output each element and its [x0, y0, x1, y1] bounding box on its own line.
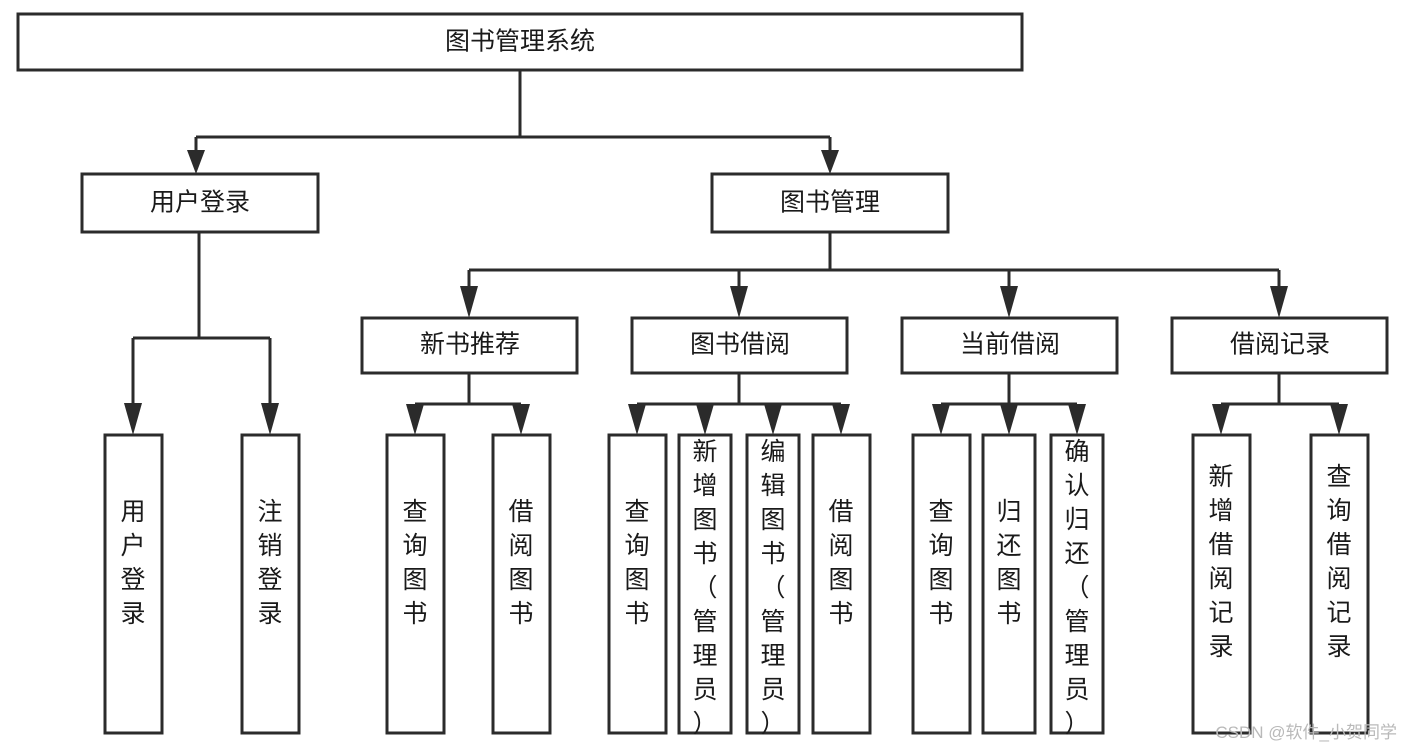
leaf-borrow-book-2[interactable]: 借阅图书 — [811, 433, 872, 735]
leaf-query-book-3-box[interactable] — [911, 433, 972, 735]
arrow-head-book-management — [821, 150, 839, 174]
node-new-book-recommend[interactable]: 新书推荐 — [360, 316, 579, 375]
node-user-login-box[interactable] — [80, 172, 320, 234]
arrow-head-leaf-query-book-1 — [406, 404, 424, 435]
leaf-edit-book[interactable]: 编辑图书（管理员） — [745, 433, 801, 738]
node-root-label: 图书管理系统 — [445, 28, 595, 56]
node-user-login[interactable]: 用户登录 — [80, 172, 320, 234]
node-current-borrow-box[interactable] — [900, 316, 1119, 375]
leaf-confirm-return-label: 确认归还（管理员） — [1064, 438, 1089, 738]
node-borrow-record-label: 借阅记录 — [1230, 331, 1330, 359]
leaf-user-logout-box[interactable] — [240, 433, 301, 735]
node-borrow-record[interactable]: 借阅记录 — [1170, 316, 1389, 375]
leaf-query-book-3[interactable]: 查询图书 — [911, 433, 972, 735]
node-user-login-label: 用户登录 — [150, 189, 250, 217]
leaf-query-book-1-box[interactable] — [385, 433, 446, 735]
leaf-query-book-1[interactable]: 查询图书 — [385, 433, 446, 735]
arrow-head-new-book-recommend — [460, 286, 478, 318]
leaf-add-record-label: 新增借阅记录 — [1208, 463, 1233, 661]
arrow-head-leaf-add-book — [696, 404, 714, 435]
node-book-management[interactable]: 图书管理 — [710, 172, 950, 234]
arrow-head-book-borrow — [730, 286, 748, 318]
leaf-return-book-label: 归还图书 — [996, 498, 1021, 628]
connector-layer — [124, 70, 1348, 435]
arrow-head-leaf-user-logout — [261, 403, 279, 435]
arrow-head-borrow-record — [1270, 286, 1288, 318]
leaf-edit-book-label: 编辑图书（管理员） — [760, 438, 785, 738]
arrow-head-leaf-query-book-2 — [628, 404, 646, 435]
arrow-head-leaf-borrow-book-2 — [832, 404, 850, 435]
arrow-head-user-login — [187, 150, 205, 174]
arrow-head-leaf-query-record — [1330, 404, 1348, 435]
leaf-borrow-book-2-box[interactable] — [811, 433, 872, 735]
leaf-add-book-label: 新增图书（管理员） — [692, 438, 717, 738]
node-borrow-record-box[interactable] — [1170, 316, 1389, 375]
leaf-user-login[interactable]: 用户登录 — [103, 433, 164, 735]
node-new-book-recommend-label: 新书推荐 — [420, 331, 520, 359]
arrow-head-leaf-edit-book — [764, 404, 782, 435]
arrow-head-leaf-confirm-return — [1068, 404, 1086, 435]
leaf-return-book-box[interactable] — [981, 433, 1037, 735]
leaf-return-book[interactable]: 归还图书 — [981, 433, 1037, 735]
node-root-box[interactable] — [16, 12, 1024, 72]
leaf-borrow-book-1-box[interactable] — [491, 433, 552, 735]
leaf-query-book-1-label: 查询图书 — [402, 498, 427, 628]
node-book-management-label: 图书管理 — [780, 189, 880, 217]
arrow-head-leaf-user-login — [124, 403, 142, 435]
arrow-head-leaf-add-record — [1212, 404, 1230, 435]
node-book-borrow-label: 图书借阅 — [690, 331, 790, 359]
leaf-add-record-box[interactable] — [1191, 433, 1252, 735]
node-root[interactable]: 图书管理系统 — [16, 12, 1024, 72]
leaf-query-book-2[interactable]: 查询图书 — [607, 433, 668, 735]
leaf-borrow-book-2-label: 借阅图书 — [828, 498, 853, 628]
node-book-borrow[interactable]: 图书借阅 — [630, 316, 849, 375]
arrow-head-leaf-return-book — [1000, 404, 1018, 435]
leaf-add-book-box[interactable] — [677, 433, 733, 735]
leaf-query-record-label: 查询借阅记录 — [1326, 463, 1351, 661]
leaf-user-login-box[interactable] — [103, 433, 164, 735]
node-book-borrow-box[interactable] — [630, 316, 849, 375]
leaf-query-record[interactable]: 查询借阅记录 — [1309, 433, 1370, 735]
leaf-user-login-label: 用户登录 — [120, 498, 145, 628]
leaf-query-book-2-box[interactable] — [607, 433, 668, 735]
leaf-confirm-return[interactable]: 确认归还（管理员） — [1049, 433, 1105, 738]
node-current-borrow[interactable]: 当前借阅 — [900, 316, 1119, 375]
leaf-user-logout[interactable]: 注销登录 — [240, 433, 301, 735]
leaf-user-logout-label: 注销登录 — [257, 498, 282, 628]
leaf-add-record[interactable]: 新增借阅记录 — [1191, 433, 1252, 735]
arrow-head-current-borrow — [1000, 286, 1018, 318]
node-new-book-recommend-box[interactable] — [360, 316, 579, 375]
arrow-head-leaf-query-book-3 — [932, 404, 950, 435]
leaf-query-record-box[interactable] — [1309, 433, 1370, 735]
node-book-management-box[interactable] — [710, 172, 950, 234]
leaf-query-book-2-label: 查询图书 — [624, 498, 649, 628]
leaf-borrow-book-1[interactable]: 借阅图书 — [491, 433, 552, 735]
leaf-edit-book-box[interactable] — [745, 433, 801, 735]
leaf-add-book[interactable]: 新增图书（管理员） — [677, 433, 733, 738]
leaf-query-book-3-label: 查询图书 — [928, 498, 953, 628]
arrow-head-leaf-borrow-book-1 — [512, 404, 530, 435]
node-current-borrow-label: 当前借阅 — [960, 331, 1060, 359]
leaf-confirm-return-box[interactable] — [1049, 433, 1105, 735]
leaf-borrow-book-1-label: 借阅图书 — [508, 498, 533, 628]
